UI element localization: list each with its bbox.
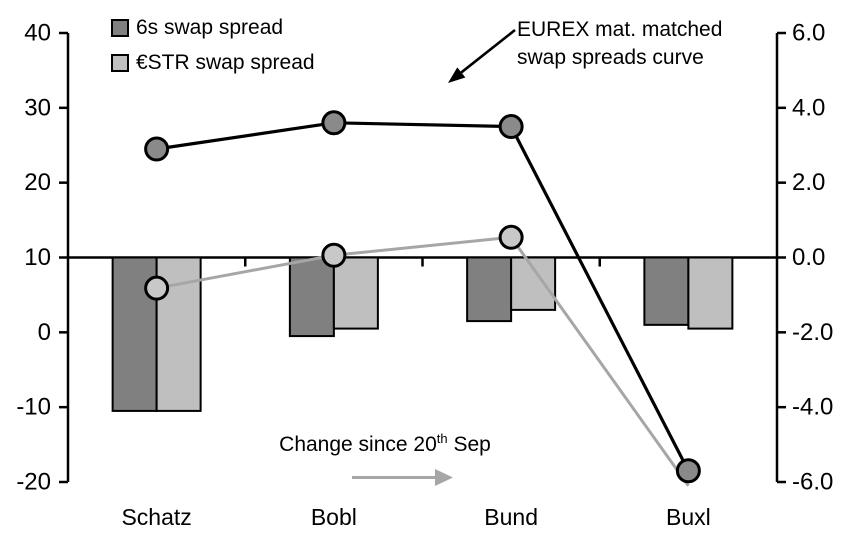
category-label-bund: Bund bbox=[484, 504, 538, 530]
annotation-line-1: EUREX mat. matched bbox=[517, 18, 723, 41]
left-axis-tick-label: 30 bbox=[24, 94, 51, 121]
bar-6s-bobl bbox=[288, 256, 335, 338]
legend-item-6s: 6s swap spread bbox=[111, 10, 315, 45]
left-axis-tick-label: 0 bbox=[38, 319, 51, 346]
marker-estr-bobl bbox=[321, 242, 347, 268]
change-arrow-icon-head bbox=[435, 469, 453, 486]
category-label-buxl: Buxl bbox=[666, 504, 711, 530]
left-axis-tick-label: 20 bbox=[24, 169, 51, 196]
line-6s-swap-spread bbox=[156, 121, 690, 472]
legend: 6s swap spread €STR swap spread bbox=[111, 10, 315, 80]
right-axis-tick-label: -4.0 bbox=[792, 394, 833, 421]
marker-estr-schatz bbox=[144, 275, 170, 301]
legend-swatch-6s-icon bbox=[111, 18, 129, 37]
right-axis-tick-label: 0.0 bbox=[792, 244, 825, 271]
bar-6s-bund bbox=[466, 256, 513, 323]
left-axis-tick-label: 10 bbox=[24, 244, 51, 271]
left-axis-tick-label: 40 bbox=[24, 20, 51, 47]
left-axis-tick-label: -10 bbox=[16, 394, 51, 421]
legend-label-6s: 6s swap spread bbox=[136, 15, 284, 39]
bar-estr-buxl bbox=[687, 256, 734, 330]
left-axis-tick-label: -20 bbox=[16, 469, 51, 496]
right-axis-tick-label: -6.0 bbox=[792, 469, 833, 496]
right-axis-tick-label: 6.0 bbox=[792, 20, 825, 47]
marker-6s-schatz bbox=[144, 136, 170, 162]
legend-swatch-estr-icon bbox=[111, 53, 129, 72]
bar-estr-bund bbox=[510, 256, 557, 311]
right-axis-tick-label: -2.0 bbox=[792, 319, 833, 346]
annotation-arrow-icon-head bbox=[448, 67, 466, 83]
annotation-line-2: swap spreads curve bbox=[517, 46, 704, 69]
legend-item-estr: €STR swap spread bbox=[111, 45, 315, 80]
change-label-prefix: Change since 20 bbox=[279, 433, 437, 456]
change-label-superscript: th bbox=[436, 431, 448, 446]
annotation-eurex: EUREX mat. matched swap spreads curve bbox=[517, 16, 722, 72]
line-estr-swap-spread bbox=[156, 235, 690, 487]
change-label-suffix: Sep bbox=[447, 433, 491, 456]
right-axis-tick-label: 2.0 bbox=[792, 169, 825, 196]
marker-6s-bobl bbox=[321, 110, 347, 136]
marker-6s-bund bbox=[498, 114, 524, 140]
annotation-arrow-icon-shaft bbox=[460, 28, 516, 74]
marker-estr-bund bbox=[498, 224, 524, 250]
right-axis-tick-label: 4.0 bbox=[792, 94, 825, 121]
annotation-change-since: Change since 20th Sep bbox=[250, 431, 520, 457]
bar-estr-bobl bbox=[332, 256, 379, 330]
marker-6s-buxl bbox=[675, 458, 701, 484]
category-label-schatz: Schatz bbox=[121, 504, 191, 530]
bar-6s-buxl bbox=[643, 256, 690, 326]
legend-label-estr: €STR swap spread bbox=[136, 50, 315, 74]
category-label-bobl: Bobl bbox=[311, 504, 357, 530]
